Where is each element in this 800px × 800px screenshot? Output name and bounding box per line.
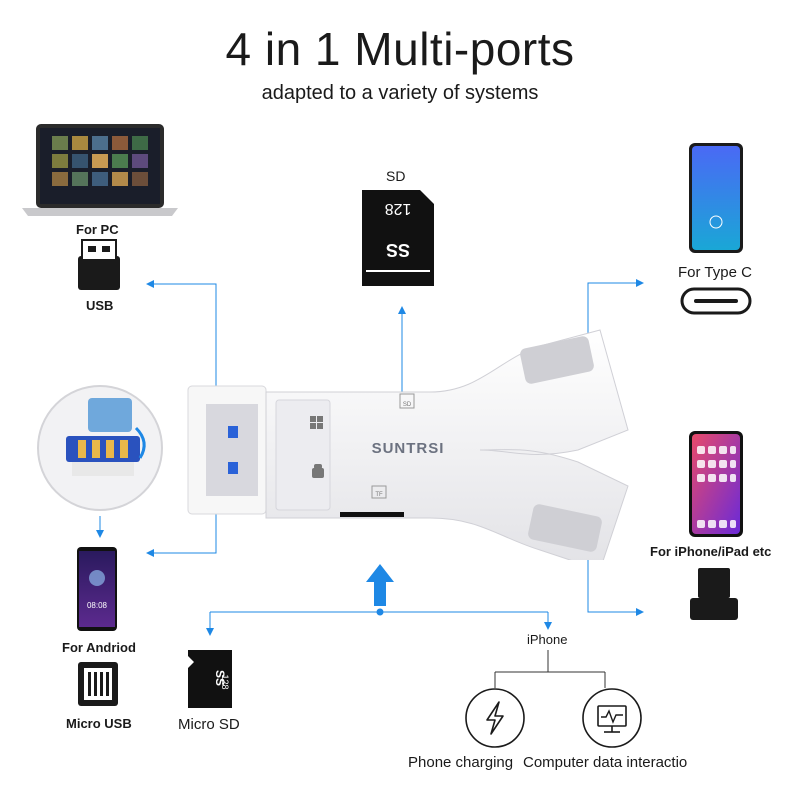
page-subtitle: adapted to a variety of systems	[261, 82, 539, 104]
charging-bolt-icon	[465, 688, 525, 748]
sd-card-capacity: 128	[385, 200, 412, 217]
usb-magnifier-image	[37, 385, 163, 511]
insert-arrow-icon	[366, 564, 394, 606]
micro-usb-plug-icon	[78, 662, 118, 706]
typec-phone-image	[689, 143, 743, 253]
function-computer-data: Computer data interactio	[523, 754, 688, 771]
sd-card-brand: SS	[386, 240, 410, 260]
pc-label: For PC	[76, 222, 119, 237]
android-label: For Andriod	[62, 640, 136, 655]
windows-icon	[310, 416, 323, 429]
iphone-label: For iPhone/iPad etc	[650, 544, 772, 559]
usb-c-plug-icon	[680, 287, 752, 315]
android-icon	[312, 464, 324, 478]
leader-iphone	[587, 545, 644, 616]
android-phone-time: 08:08	[87, 601, 108, 610]
leader-pc	[146, 280, 217, 392]
usb-plug-icon	[78, 239, 120, 290]
monitor-icon	[582, 688, 642, 748]
svg-text:128: 128	[385, 200, 412, 217]
page-title: 4 in 1 Multi-ports	[225, 23, 575, 75]
lightning-plug-icon	[690, 568, 738, 620]
android-connector-label: Micro USB	[66, 716, 132, 731]
sd-label: SD	[386, 168, 406, 184]
sd-card-image: 128 SS	[362, 190, 434, 286]
android-phone-image: 08:08	[77, 547, 117, 631]
micro-sd-label: Micro SD	[178, 716, 240, 733]
iphone-functions-label: iPhone	[527, 632, 568, 647]
micro-sd-card-capacity: 128	[220, 674, 230, 689]
device-brand: SUNTRSI	[372, 440, 445, 457]
micro-sd-card-image: SS 128	[188, 650, 232, 708]
card-reader-device: SUNTRSI SD TF	[187, 329, 629, 560]
tf-slot-label: TF	[375, 492, 383, 498]
laptop-image	[22, 124, 178, 216]
micro-sd-card-brand: SS	[213, 670, 227, 686]
type-c-label: For Type C	[678, 264, 752, 281]
function-phone-charging: Phone charging	[408, 754, 514, 771]
leader-type-c	[587, 279, 644, 352]
pc-connector-label: USB	[86, 298, 114, 313]
iphone-image	[689, 431, 743, 537]
sd-slot-label: SD	[403, 402, 412, 408]
